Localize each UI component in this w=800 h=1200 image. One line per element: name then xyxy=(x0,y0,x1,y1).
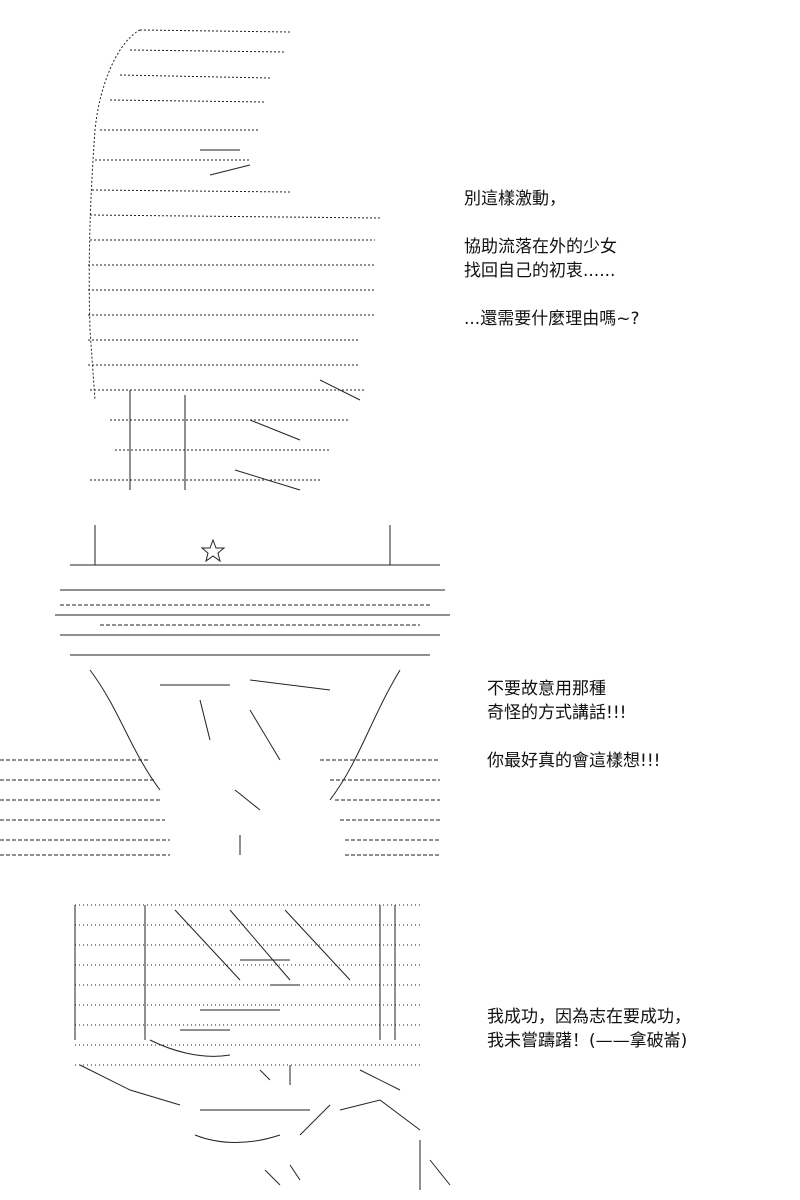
ascii-art-figure-icon xyxy=(88,29,381,491)
speech-gap xyxy=(464,283,639,307)
speech-gap xyxy=(487,725,660,749)
speech-text-1: 別這樣激動， 協助流落在外的少女 找回自己的初衷...... ...還需要什麼理… xyxy=(464,187,639,331)
panel-2: 不要故意用那種 奇怪的方式講話!!! 你最好真的會這樣想!!! xyxy=(0,510,800,870)
speech-line: 不要故意用那種 xyxy=(487,679,606,699)
ascii-art-figure-3 xyxy=(0,890,460,1200)
speech-line: 協助流落在外的少女 xyxy=(464,237,617,257)
speech-line: 我未嘗躊躇！(——拿破崙) xyxy=(487,1031,688,1051)
speech-line: 你最好真的會這樣想!!! xyxy=(487,751,661,771)
speech-line: ...還需要什麼理由嗎~? xyxy=(464,309,640,329)
ascii-art-figure-2 xyxy=(0,510,460,870)
speech-text-2: 不要故意用那種 奇怪的方式講話!!! 你最好真的會這樣想!!! xyxy=(487,677,660,773)
ascii-art-figure-1 xyxy=(0,0,460,500)
panel-1: 別這樣激動， 協助流落在外的少女 找回自己的初衷...... ...還需要什麼理… xyxy=(0,0,800,500)
panel-3: 我成功，因為志在要成功， 我未嘗躊躇！(——拿破崙) xyxy=(0,890,800,1200)
ascii-art-figure-icon xyxy=(0,525,450,856)
ascii-art-figure-icon xyxy=(74,904,451,1190)
speech-line: 奇怪的方式講話!!! xyxy=(487,703,627,723)
speech-text-3: 我成功，因為志在要成功， 我未嘗躊躇！(——拿破崙) xyxy=(487,1005,691,1053)
speech-line: 我成功，因為志在要成功， xyxy=(487,1007,691,1027)
speech-gap xyxy=(464,211,639,235)
speech-line: 別這樣激動， xyxy=(464,189,566,209)
ascii-art-star-icon xyxy=(200,538,226,563)
speech-line: 找回自己的初衷...... xyxy=(464,261,616,281)
